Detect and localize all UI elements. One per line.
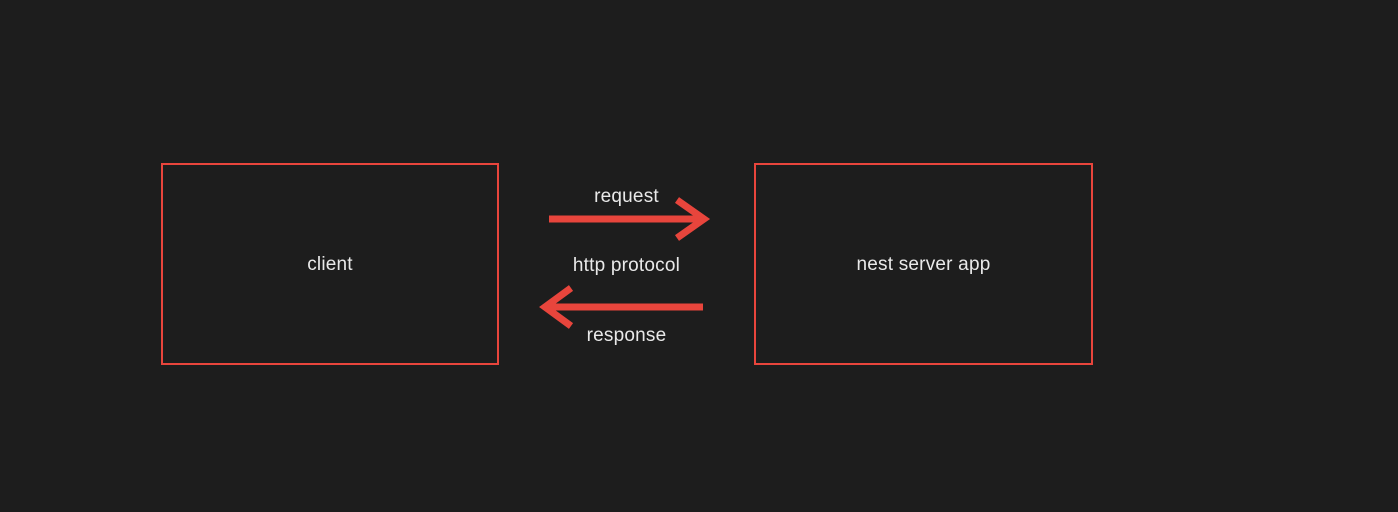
node-client-label: client [307, 253, 353, 275]
edge-request-label: request [594, 186, 659, 207]
node-server-label: nest server app [856, 253, 991, 275]
node-nest-server-app: nest server app [754, 163, 1093, 365]
arrow-response-left-icon [539, 285, 703, 329]
protocol-channel: request http protocol response [499, 163, 754, 365]
arrow-request-right-icon [549, 197, 711, 241]
node-client: client [161, 163, 499, 365]
edge-response-label: response [586, 325, 667, 346]
protocol-channel-label: http protocol [572, 255, 681, 276]
